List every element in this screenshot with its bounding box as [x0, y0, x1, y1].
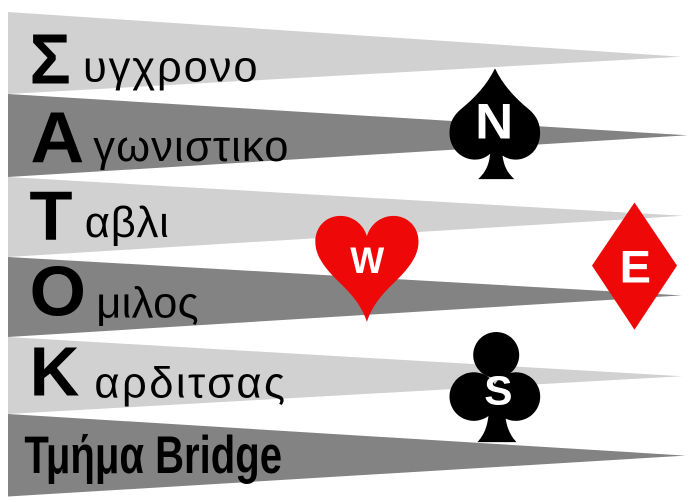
svg-text:γωνιστικο: γωνιστικο — [93, 123, 289, 171]
svg-text:υγχρονο: υγχρονο — [83, 44, 259, 92]
svg-text:Τ: Τ — [29, 176, 72, 255]
svg-text:μιλος: μιλος — [96, 279, 199, 327]
svg-text:αρδιτσας: αρδιτσας — [94, 359, 287, 407]
svg-text:Α: Α — [30, 97, 84, 178]
svg-text:Ο: Ο — [30, 253, 87, 332]
svg-text:N: N — [475, 93, 513, 150]
svg-text:E: E — [620, 241, 651, 292]
svg-text:αβλι: αβλι — [85, 199, 170, 247]
svg-text:Κ: Κ — [30, 332, 80, 411]
svg-text:Τμήμα Bridge: Τμήμα Bridge — [24, 424, 282, 484]
svg-text:S: S — [484, 367, 512, 413]
svg-text:W: W — [350, 240, 385, 281]
svg-text:Σ: Σ — [30, 18, 71, 99]
